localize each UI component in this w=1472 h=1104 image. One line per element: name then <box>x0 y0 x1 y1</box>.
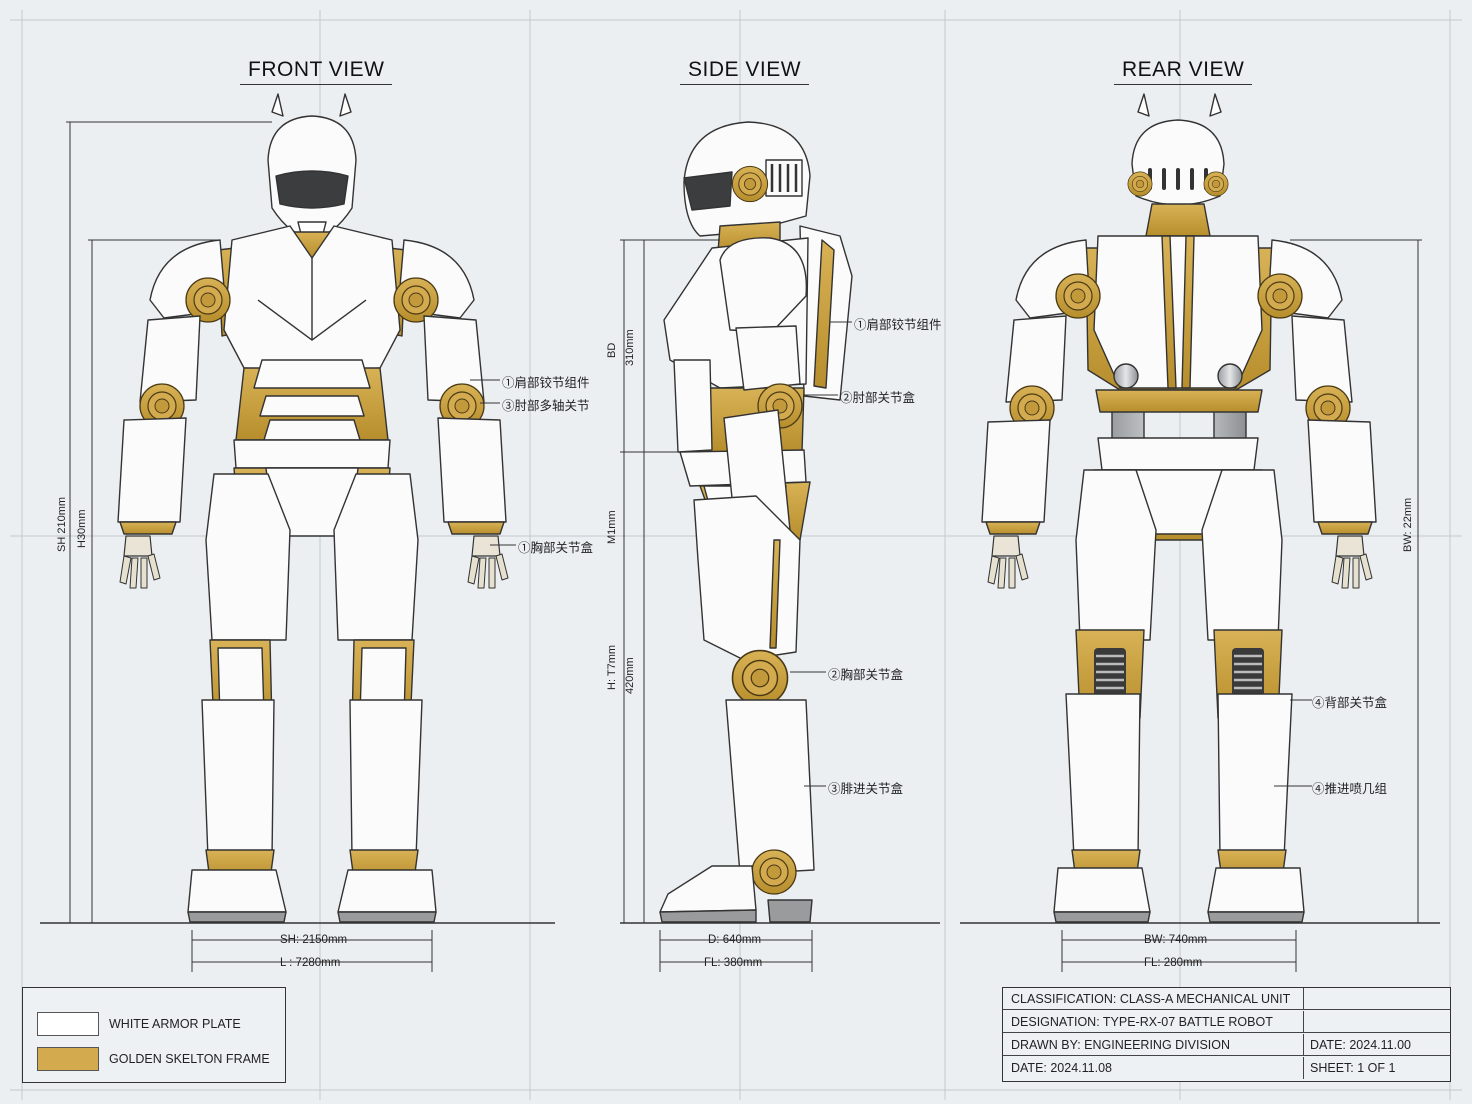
legend-swatch-gold <box>37 1047 99 1071</box>
title-date: DATE: 2024.11.08 <box>1011 1061 1112 1075</box>
dim-rear-h2: FL: 280mm <box>1144 957 1203 969</box>
title-date-right: DATE: 2024.11.00 <box>1303 1034 1450 1056</box>
legend-item-white: WHITE ARMOR PLATE <box>37 1012 241 1036</box>
dim-rear-h1: BW: 740mm <box>1144 934 1208 946</box>
title-cell-empty-1 <box>1303 988 1450 1010</box>
callout-side-elbow: ②肘部关节盒 <box>840 391 916 405</box>
dim-side-v3: M1mm <box>606 510 618 544</box>
title-drawn-by: DRAWN BY: ENGINEERING DIVISION <box>1003 1034 1303 1056</box>
callout-front-chest: ①胸部关节盒 <box>518 541 594 555</box>
dim-side-v4: H: T7mm <box>606 644 618 690</box>
title-designation: DESIGNATION: TYPE-RX-07 BATTLE ROBOT <box>1003 1011 1303 1033</box>
legend: WHITE ARMOR PLATE GOLDEN SKELTON FRAME <box>22 987 286 1083</box>
title-block: CLASSIFICATION: CLASS-A MECHANICAL UNIT … <box>1002 987 1451 1082</box>
legend-swatch-white <box>37 1012 99 1036</box>
dim-side-h2: FL: 380mm <box>704 957 763 969</box>
callout-rear-thruster: ④推进喷几组 <box>1312 782 1388 796</box>
callout-rear-back: ④背部关节盒 <box>1312 696 1388 710</box>
legend-item-gold: GOLDEN SKELTON FRAME <box>37 1047 270 1071</box>
side-view-title: SIDE VIEW <box>680 58 810 85</box>
title-sheet: SHEET: 1 OF 1 <box>1303 1057 1450 1079</box>
dim-side-h1: D: 640mm <box>708 934 762 946</box>
callout-side-shoulder: ①肩部铰节组件 <box>854 318 942 332</box>
dim-front-v2: H30mm <box>76 509 88 548</box>
callout-side-chest: ②胸部关节盒 <box>828 668 904 682</box>
dim-front-h1: SH: 2150mm <box>280 934 348 946</box>
dim-side-v2: 310mm <box>624 329 636 366</box>
callout-front-elbow: ③肘部多轴关节 <box>502 399 590 413</box>
rear-view-title: REAR VIEW <box>1114 58 1253 85</box>
legend-label-gold: GOLDEN SKELTON FRAME <box>109 1052 270 1066</box>
legend-label-white: WHITE ARMOR PLATE <box>109 1017 241 1031</box>
dim-rear-v1: BW: 22mm <box>1402 497 1414 552</box>
callout-front-shoulder: ①肩部铰节组件 <box>502 376 590 390</box>
title-classification: CLASSIFICATION: CLASS-A MECHANICAL UNIT <box>1003 988 1303 1010</box>
callout-side-leg: ③腓进关节盒 <box>828 782 904 796</box>
dim-front-h2: L : 7280mm <box>280 957 341 969</box>
dim-side-v1: BD <box>606 342 618 358</box>
dim-side-v5: 420mm <box>624 657 636 694</box>
title-cell-empty-2 <box>1303 1011 1450 1033</box>
front-view-title: FRONT VIEW <box>240 58 393 85</box>
dim-front-v1: SH 210mm <box>56 496 68 552</box>
